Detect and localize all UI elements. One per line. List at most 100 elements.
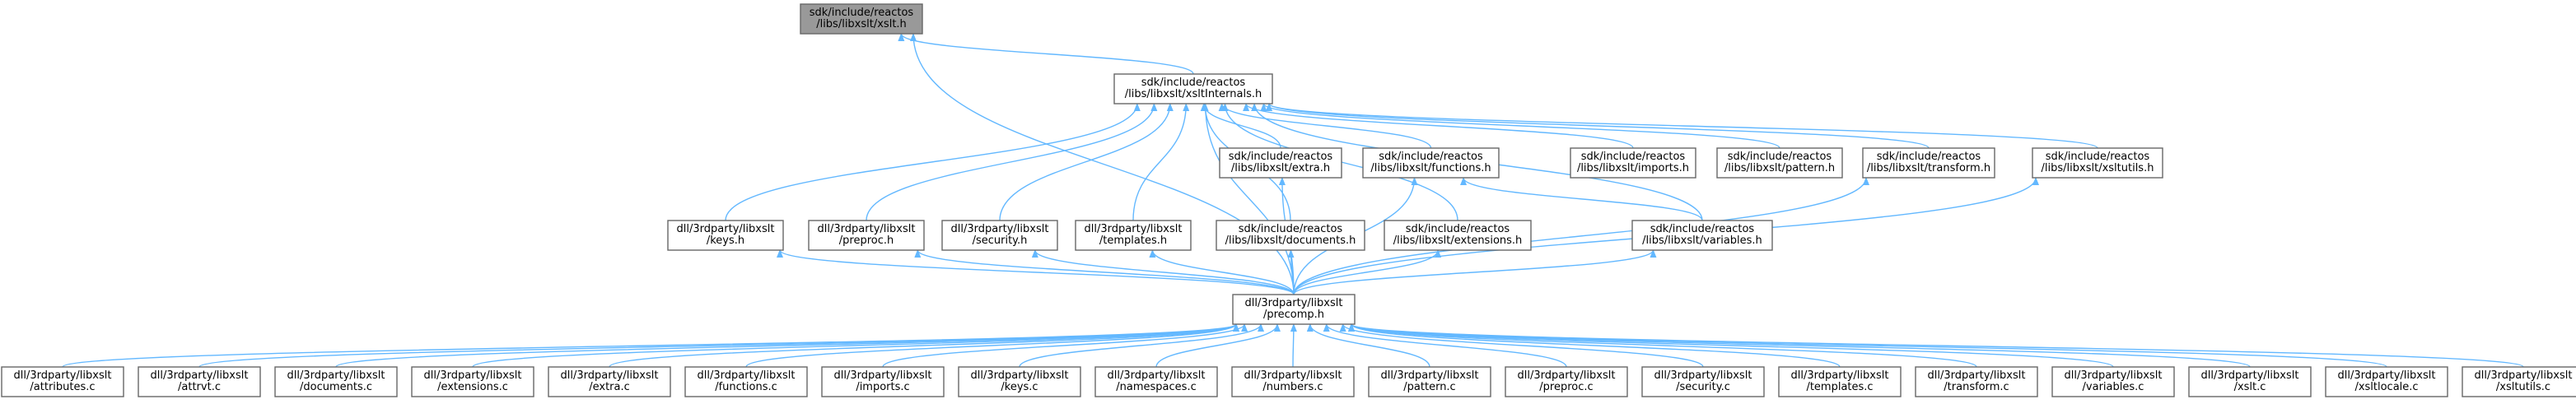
node-box xyxy=(138,366,261,397)
node-box xyxy=(1094,366,1218,397)
node-label-line: /attrvt.c xyxy=(178,381,221,393)
node-label-line: dll/3rdparty/libxslt xyxy=(1108,369,1206,382)
node-xsltutils-c[interactable]: dll/3rdparty/libxslt/xsltutils.c xyxy=(2462,366,2576,397)
node-extensions-h[interactable]: sdk/include/reactos/libs/libxslt/extensi… xyxy=(1384,220,1532,251)
node-functions-c[interactable]: dll/3rdparty/libxslt/functions.c xyxy=(684,366,808,397)
node-pattern-c[interactable]: dll/3rdparty/libxslt/pattern.c xyxy=(1368,366,1491,397)
node-xslt-c[interactable]: dll/3rdparty/libxslt/xslt.c xyxy=(2188,366,2312,397)
node-label-line: /libs/libxslt/xsltutils.h xyxy=(2042,162,2154,174)
node-keys-h[interactable]: dll/3rdparty/libxslt/keys.h xyxy=(667,220,784,251)
node-functions-h[interactable]: sdk/include/reactos/libs/libxslt/functio… xyxy=(1362,147,1500,179)
node-documents-h[interactable]: sdk/include/reactos/libs/libxslt/documen… xyxy=(1216,220,1365,251)
node-label-line: /libs/libxslt/extra.h xyxy=(1231,162,1330,174)
edge-precomp-h-to-transform-h xyxy=(1293,177,1869,295)
edge-attrvt-c-to-precomp-h xyxy=(198,323,1239,368)
node-box xyxy=(1570,147,1696,179)
node-pattern-h[interactable]: sdk/include/reactos/libs/libxslt/pattern… xyxy=(1716,147,1843,179)
node-label-line: /pattern.c xyxy=(1403,381,1455,393)
node-label-line: dll/3rdparty/libxslt xyxy=(1085,223,1183,235)
node-box xyxy=(1231,366,1355,397)
node-namespaces-c[interactable]: dll/3rdparty/libxslt/namespaces.c xyxy=(1094,366,1218,397)
node-attributes-c[interactable]: dll/3rdparty/libxslt/attributes.c xyxy=(1,366,124,397)
node-label-line: dll/3rdparty/libxslt xyxy=(2065,369,2163,382)
node-variables-h[interactable]: sdk/include/reactos/libs/libxslt/variabl… xyxy=(1631,220,1773,251)
edge-xslt-c-to-precomp-h xyxy=(1348,323,2251,368)
node-transform-c[interactable]: dll/3rdparty/libxslt/transform.c xyxy=(1915,366,2038,397)
node-label-line: /functions.c xyxy=(715,381,777,393)
edge-templates-h-to-xsltInternals-h xyxy=(1132,103,1190,221)
node-label-line: dll/3rdparty/libxslt xyxy=(677,223,775,235)
node-box xyxy=(1232,294,1356,325)
node-security-h[interactable]: dll/3rdparty/libxslt/security.h xyxy=(941,220,1058,251)
node-label-line: dll/3rdparty/libxslt xyxy=(2475,369,2573,382)
node-box xyxy=(1113,73,1273,104)
edge-transform-h-to-xsltInternals-h xyxy=(1266,103,1930,149)
node-label-line: /security.h xyxy=(973,235,1028,247)
node-precomp-h[interactable]: dll/3rdparty/libxslt/precomp.h xyxy=(1232,294,1356,325)
node-label-line: /libs/libxslt/xslt.h xyxy=(816,18,907,30)
node-label-line: dll/3rdparty/libxslt xyxy=(834,369,932,382)
node-transform-h[interactable]: sdk/include/reactos/libs/libxslt/transfo… xyxy=(1862,147,1995,179)
node-label-line: /libs/libxslt/variables.h xyxy=(1642,235,1762,247)
node-box xyxy=(1778,366,1902,397)
node-box xyxy=(1219,147,1342,179)
node-label-line: sdk/include/reactos xyxy=(1239,223,1343,235)
node-xsltInternals-h[interactable]: sdk/include/reactos/libs/libxslt/xsltInt… xyxy=(1113,73,1273,104)
node-label-line: sdk/include/reactos xyxy=(1581,151,1686,163)
node-label-line: sdk/include/reactos xyxy=(1650,223,1755,235)
node-label-line: dll/3rdparty/libxslt xyxy=(2338,369,2436,382)
node-extensions-c[interactable]: dll/3rdparty/libxslt/extensions.c xyxy=(411,366,534,397)
node-box xyxy=(274,366,398,397)
node-label-line: /libs/libxslt/documents.h xyxy=(1225,235,1356,247)
edge-documents-c-to-precomp-h xyxy=(335,323,1239,368)
node-extra-c[interactable]: dll/3rdparty/libxslt/extra.c xyxy=(548,366,671,397)
node-variables-c[interactable]: dll/3rdparty/libxslt/variables.c xyxy=(2051,366,2175,397)
node-xslt-h: sdk/include/reactos/libs/libxslt/xslt.h xyxy=(800,3,923,35)
node-box xyxy=(2462,366,2576,397)
edge-pattern-h-to-xsltInternals-h xyxy=(1260,103,1780,149)
node-label-line: dll/3rdparty/libxslt xyxy=(1244,369,1342,382)
node-box xyxy=(1716,147,1843,179)
node-label-line: dll/3rdparty/libxslt xyxy=(561,369,659,382)
node-label-line: /security.c xyxy=(1676,381,1730,393)
node-preproc-c[interactable]: dll/3rdparty/libxslt/preproc.c xyxy=(1505,366,1628,397)
node-box xyxy=(1862,147,1995,179)
node-xsltutils-h[interactable]: sdk/include/reactos/libs/libxslt/xsltuti… xyxy=(2032,147,2163,179)
edge-xsltlocale-c-to-precomp-h xyxy=(1348,323,2387,368)
node-templates-h[interactable]: dll/3rdparty/libxslt/templates.h xyxy=(1075,220,1192,251)
node-extra-h[interactable]: sdk/include/reactos/libs/libxslt/extra.h xyxy=(1219,147,1342,179)
edge-precomp-h-to-xsltInternals-h xyxy=(1202,103,1295,295)
node-security-c[interactable]: dll/3rdparty/libxslt/security.c xyxy=(1641,366,1765,397)
node-box xyxy=(821,366,945,397)
node-label-line: sdk/include/reactos xyxy=(2046,151,2150,163)
node-numbers-c[interactable]: dll/3rdparty/libxslt/numbers.c xyxy=(1231,366,1355,397)
node-preproc-h[interactable]: dll/3rdparty/libxslt/preproc.h xyxy=(808,220,925,251)
node-box xyxy=(1368,366,1491,397)
node-templates-c[interactable]: dll/3rdparty/libxslt/templates.c xyxy=(1778,366,1902,397)
node-box xyxy=(2032,147,2163,179)
edge-precomp-h-to-variables-h xyxy=(1293,249,1657,295)
node-xsltlocale-c[interactable]: dll/3rdparty/libxslt/xsltlocale.c xyxy=(2325,366,2448,397)
node-label-line: dll/3rdparty/libxslt xyxy=(1791,369,1889,382)
node-imports-c[interactable]: dll/3rdparty/libxslt/imports.c xyxy=(821,366,945,397)
node-label-line: /namespaces.c xyxy=(1116,381,1196,393)
node-label-line: dll/3rdparty/libxslt xyxy=(1518,369,1616,382)
node-label-line: /templates.c xyxy=(1806,381,1873,393)
edge-xsltutils-h-to-xsltInternals-h xyxy=(1266,103,2098,149)
node-label-line: dll/3rdparty/libxslt xyxy=(1928,369,2026,382)
edge-numbers-c-to-precomp-h xyxy=(1290,323,1297,368)
node-label-line: sdk/include/reactos xyxy=(1406,223,1510,235)
node-keys-c[interactable]: dll/3rdparty/libxslt/keys.c xyxy=(958,366,1081,397)
node-label-line: /attributes.c xyxy=(30,381,95,393)
node-label-line: dll/3rdparty/libxslt xyxy=(1381,369,1479,382)
node-label-line: /xslt.c xyxy=(2234,381,2266,393)
node-documents-c[interactable]: dll/3rdparty/libxslt/documents.c xyxy=(274,366,398,397)
node-attrvt-c[interactable]: dll/3rdparty/libxslt/attrvt.c xyxy=(138,366,261,397)
node-label-line: sdk/include/reactos xyxy=(1877,151,1981,163)
node-label-line: /documents.c xyxy=(300,381,372,393)
node-imports-h[interactable]: sdk/include/reactos/libs/libxslt/imports… xyxy=(1570,147,1696,179)
node-label-line: sdk/include/reactos xyxy=(1379,151,1483,163)
node-label-line: sdk/include/reactos xyxy=(1229,151,1333,163)
node-label-line: sdk/include/reactos xyxy=(810,7,914,19)
